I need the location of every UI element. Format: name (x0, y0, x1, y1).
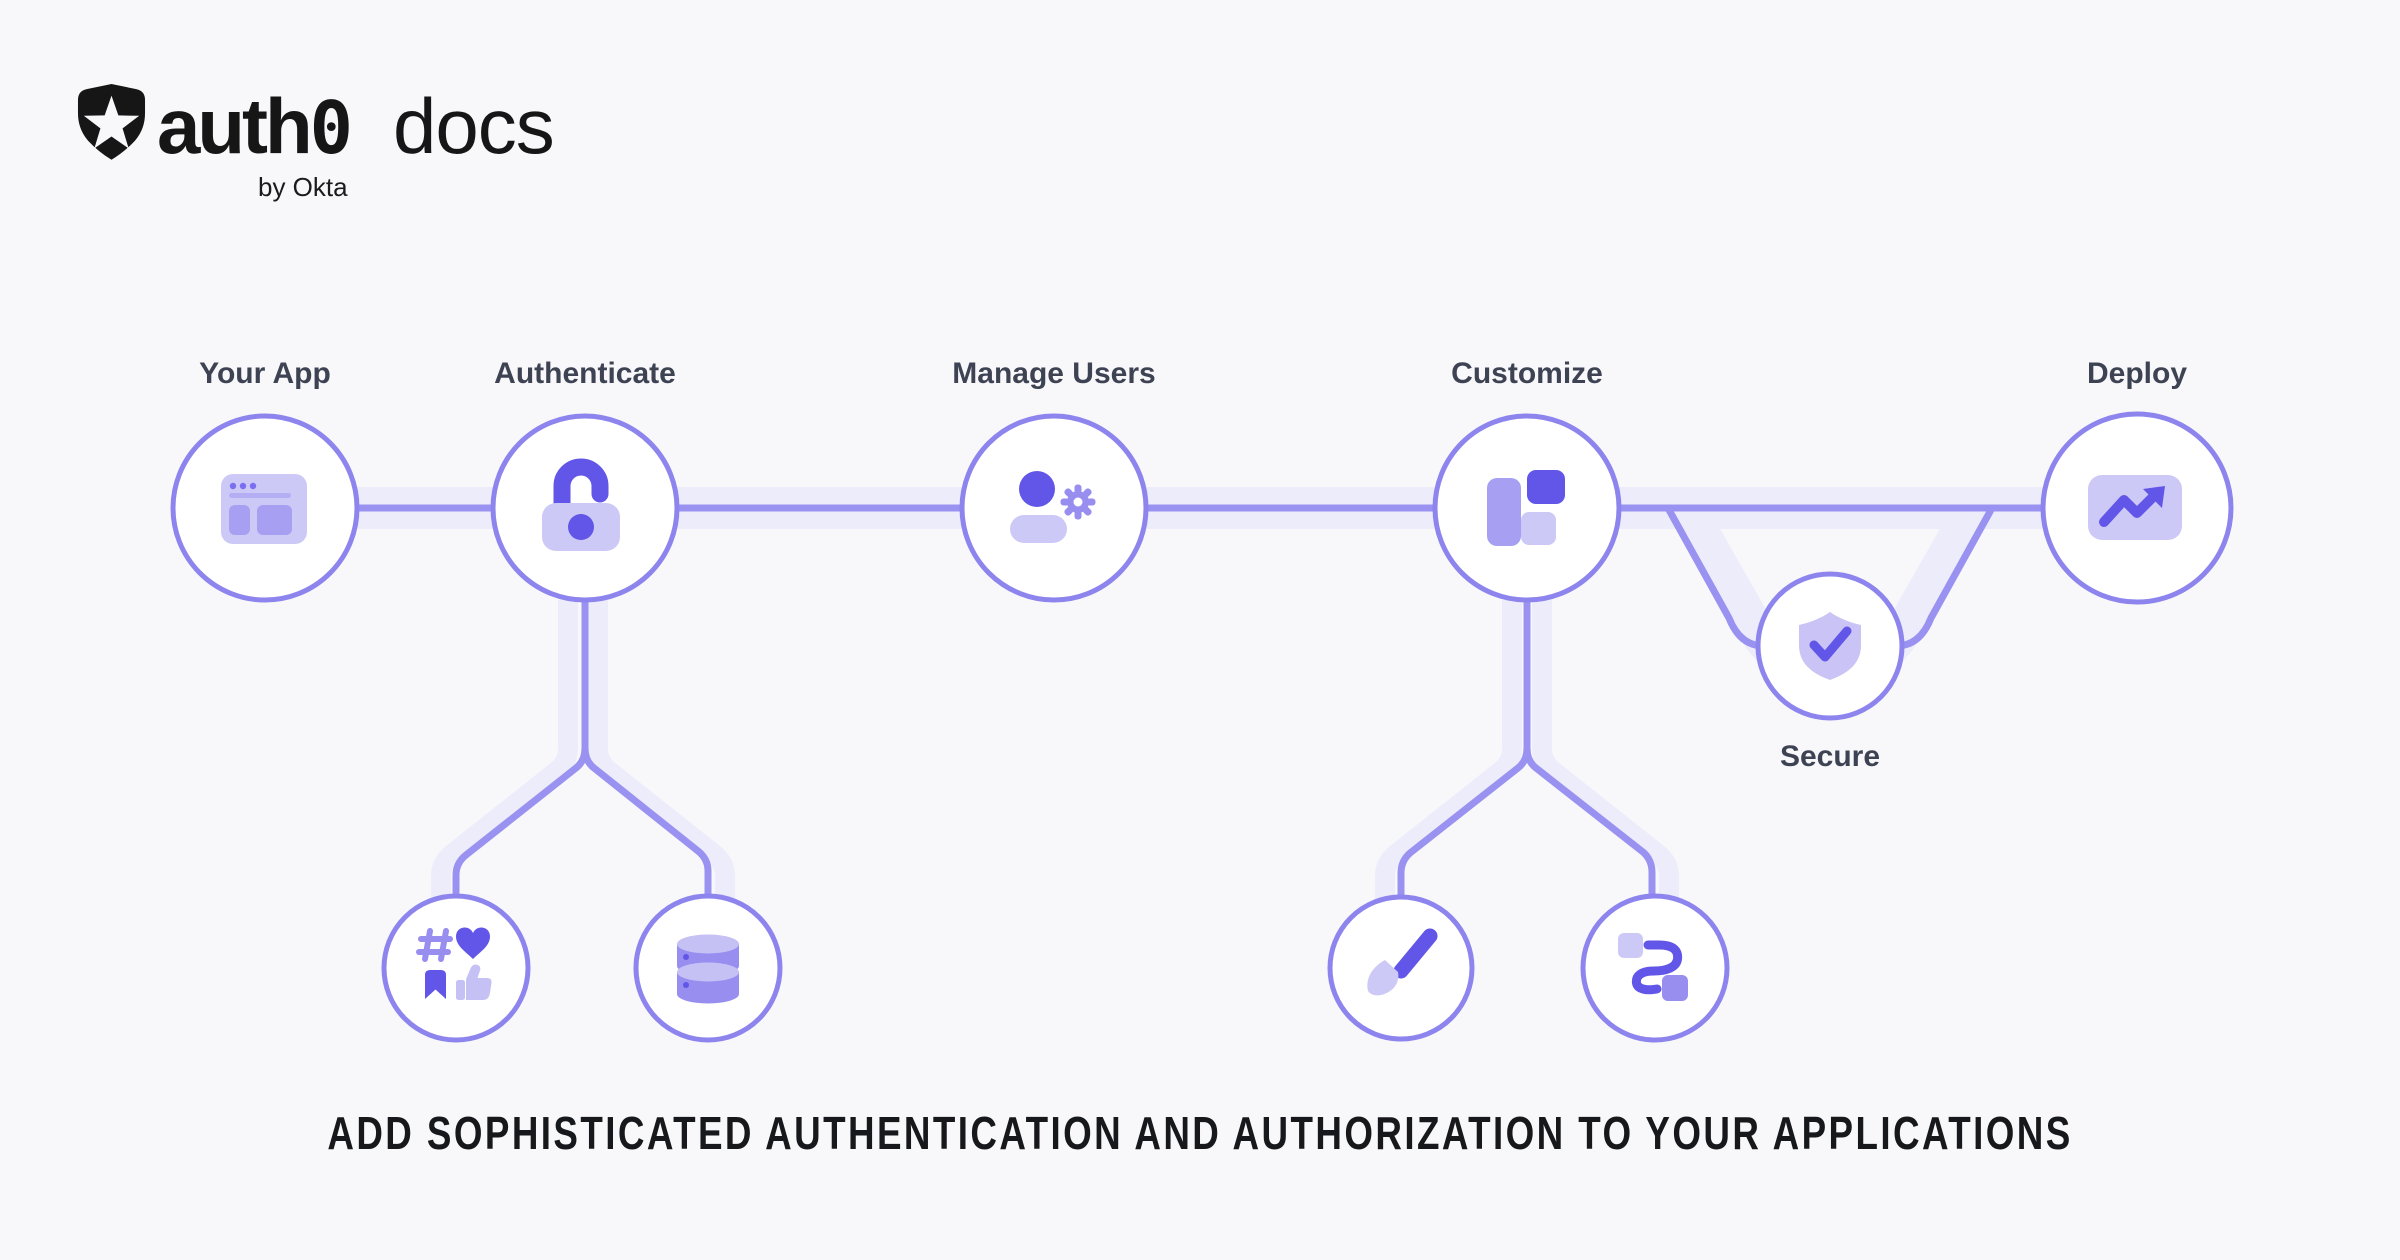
layout-blocks-icon (1487, 470, 1565, 546)
database-icon (677, 934, 739, 1004)
page-tagline: ADD SOPHISTICATED AUTHENTICATION AND AUT… (327, 1107, 2073, 1159)
heart-icon (456, 927, 490, 959)
node-customize (1432, 413, 1622, 603)
auth0-shield-icon (77, 83, 146, 160)
band-customize-left (1375, 600, 1522, 900)
label-your-app: Your App (199, 357, 331, 390)
brand-name: auth0 (157, 82, 354, 170)
trending-up-chart-icon (2088, 475, 2182, 540)
gear-icon (1060, 484, 1096, 520)
user-gear-icon (1010, 471, 1096, 543)
slashed-zero: 0 (309, 86, 354, 170)
band-auth-right (588, 600, 735, 900)
byline: by Okta (258, 172, 348, 202)
node-manage-users (959, 413, 1149, 603)
band-auth-left (431, 600, 578, 900)
line-customize-right (1523, 596, 1656, 904)
auth0-docs-logo[interactable]: auth0 docs by Okta (75, 81, 555, 202)
browser-window-icon (221, 474, 307, 544)
shield-check-icon (1799, 612, 1861, 680)
label-deploy: Deploy (2086, 357, 2188, 390)
paintbrush-icon (1367, 928, 1438, 996)
hashtag-icon (416, 928, 453, 962)
product-name: docs (393, 82, 555, 170)
thumbs-up-icon (456, 964, 492, 1000)
bookmark-icon (425, 970, 446, 999)
label-customize: Customize (1451, 357, 1603, 390)
social-icons (416, 927, 492, 1000)
line-auth-right (581, 596, 712, 904)
logo-wordmark: auth0 docs (157, 81, 555, 172)
workflow-squiggle-icon (1618, 933, 1688, 1001)
band-customize-right (1532, 600, 1679, 900)
label-authenticate: Authenticate (494, 357, 676, 390)
label-manage-users: Manage Users (952, 357, 1156, 390)
subnode-social (381, 893, 531, 1043)
open-padlock-icon (542, 458, 620, 551)
label-secure: Secure (1779, 740, 1881, 773)
